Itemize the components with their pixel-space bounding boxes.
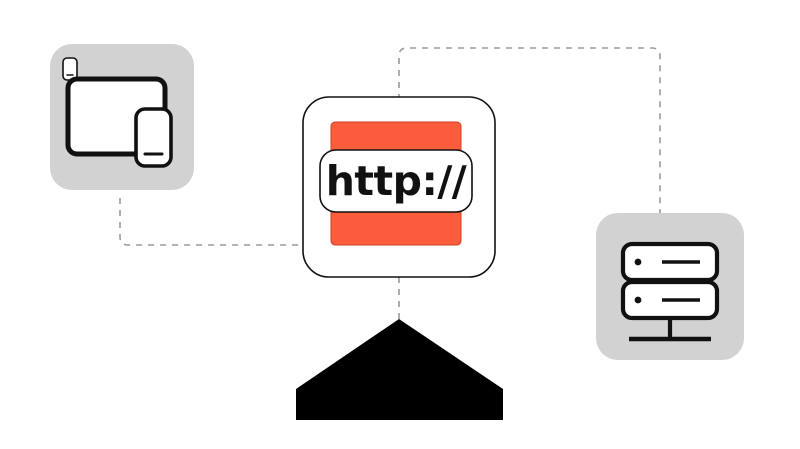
- server-node[interactable]: [596, 213, 744, 360]
- http-url-pill: [319, 149, 473, 213]
- phone-front-icon: [134, 107, 173, 168]
- http-url-label: http://: [326, 157, 467, 205]
- pentagon-node[interactable]: [296, 319, 503, 420]
- clients-devices-node[interactable]: [50, 44, 194, 190]
- connector-clients-to-card: [119, 198, 303, 246]
- server-led-bottom-icon: [634, 296, 642, 304]
- pentagon-shape-icon: [296, 319, 503, 420]
- server-led-top-icon: [634, 258, 642, 266]
- http-request-node[interactable]: http://: [302, 96, 496, 278]
- http-card-band-bottom: [330, 207, 462, 246]
